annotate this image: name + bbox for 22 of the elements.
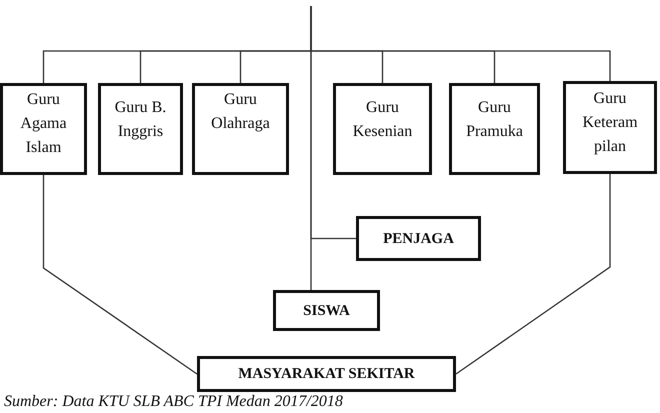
role-label: Guru Agama Islam (19, 90, 68, 158)
org-box (98, 83, 183, 175)
role-label: MASYARAKAT SEKITAR (237, 365, 416, 383)
org-box (273, 290, 380, 331)
source-caption: Sumber: Data KTU SLB ABC TPI Medan 2017/2018 (4, 393, 343, 411)
org-box (356, 216, 481, 261)
org-box (192, 83, 289, 175)
connector-line (310, 6, 312, 290)
role-label: PENJAGA (382, 230, 455, 248)
org-box (0, 83, 87, 175)
org-box (197, 356, 456, 392)
connector-line (42, 175, 198, 375)
role-label: Guru B. Inggris (114, 98, 168, 142)
org-box (563, 81, 657, 174)
org-box (333, 83, 432, 175)
role-label: Guru Olahraga (210, 90, 271, 134)
org-box (449, 83, 540, 175)
connector-line (456, 174, 611, 375)
role-label: Guru Keteram pilan (581, 89, 639, 157)
role-label: Guru Kesenian (352, 98, 414, 142)
role-label: SISWA (302, 302, 351, 320)
role-label: Guru Pramuka (465, 98, 524, 142)
